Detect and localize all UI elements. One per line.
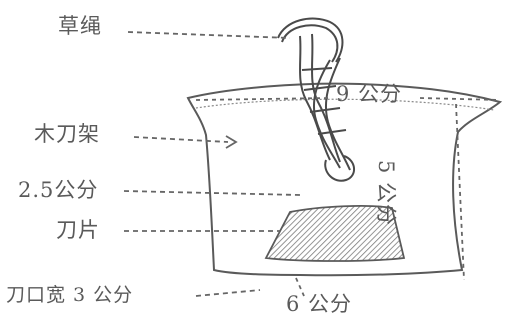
label-blade: 刀片 [56, 218, 100, 242]
label-straw-rope: 草绳 [58, 14, 102, 38]
label-top-width: 9 公分 [336, 82, 403, 106]
label-edge-width: 刀口宽 3 公分 [6, 284, 134, 306]
label-thickness: 2.5公分 [18, 178, 99, 202]
straw-rope-drawing [277, 17, 355, 182]
label-bottom-width: 6 公分 [286, 292, 353, 316]
blade-drawing [264, 205, 406, 262]
label-height: 5 公分 [374, 160, 398, 227]
wood-frame-outline [186, 82, 503, 277]
label-wood-frame: 木刀架 [34, 122, 100, 146]
frame-inner-edge [195, 98, 495, 111]
dimension-lines [195, 97, 501, 297]
arrow-head [225, 135, 238, 149]
leader-lines [123, 31, 301, 297]
